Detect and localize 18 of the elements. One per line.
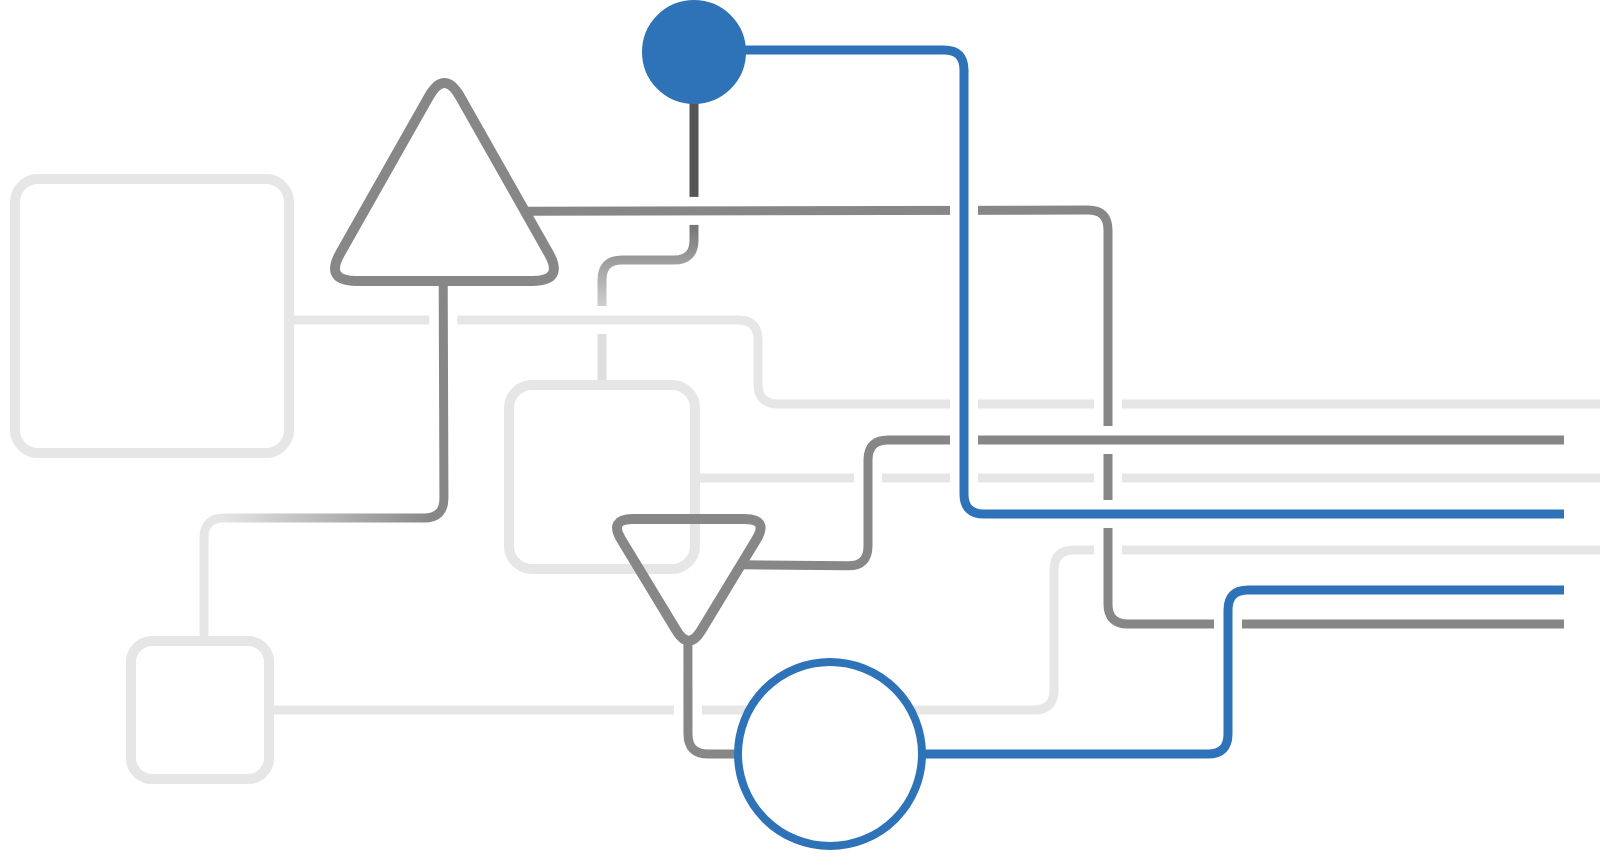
connector-line (739, 435, 1564, 571)
connector-line (523, 205, 1564, 629)
connector-line (921, 585, 1564, 759)
rounded-square-node (10, 174, 294, 458)
connector-line (683, 639, 739, 759)
connector-line (269, 705, 750, 715)
triangle-node (329, 78, 559, 287)
connector-line (741, 45, 1564, 519)
inverted-triangle-node (611, 513, 765, 645)
filled-circle-node (642, 0, 746, 104)
connector-line (597, 99, 699, 385)
connector-line (199, 282, 449, 641)
connector-line (910, 545, 1600, 715)
rounded-square-node (126, 636, 274, 784)
connector-line (289, 315, 1600, 409)
hollow-circle-node (734, 658, 926, 850)
rounded-square-node (504, 380, 700, 574)
connector-line (695, 473, 1600, 483)
